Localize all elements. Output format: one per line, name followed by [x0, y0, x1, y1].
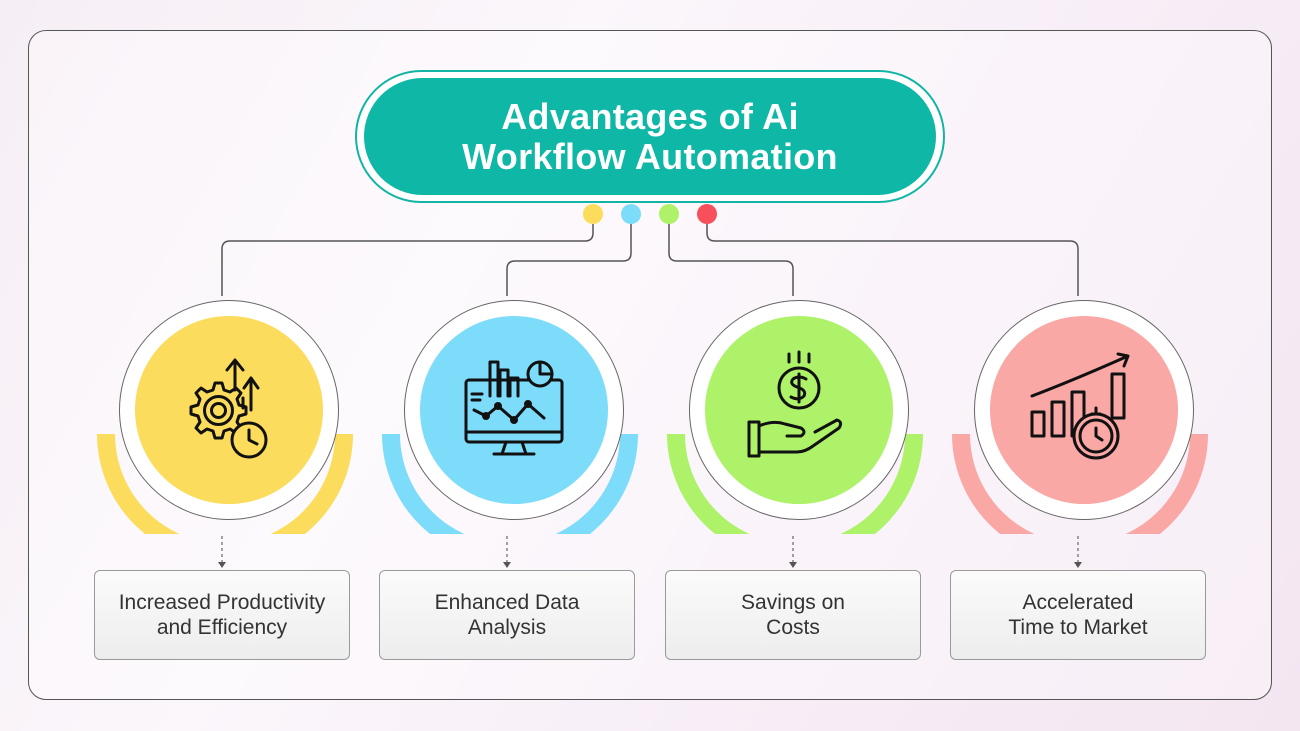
label-line-1: Enhanced Data	[434, 591, 580, 614]
chart-stopwatch-icon	[1030, 352, 1130, 460]
connector-dot-red	[697, 204, 717, 224]
advantage-node-time-to-market	[950, 284, 1210, 534]
label-line-2: Analysis	[467, 616, 547, 639]
advantage-node-productivity	[95, 284, 355, 534]
label-line-1: Increased Productivity	[118, 591, 326, 614]
connector-dot-green	[659, 204, 679, 224]
connector-dot-yellow	[583, 204, 603, 224]
label-line-2: and Efficiency	[156, 616, 288, 639]
advantage-label-productivity: Increased Productivity and Efficiency	[94, 570, 350, 660]
node-color-fill	[135, 316, 323, 504]
label-line-1: Accelerated	[1022, 591, 1134, 614]
connector-dot-blue	[621, 204, 641, 224]
advantage-node-cost-savings	[665, 284, 925, 534]
label-line-2: Time to Market	[1008, 616, 1148, 639]
advantage-label-time-to-market: Accelerated Time to Market	[950, 570, 1206, 660]
label-line-1: Savings on	[741, 591, 845, 614]
title-line-1: Advantages of Ai	[501, 95, 799, 137]
hand-dollar-coin-icon	[747, 350, 843, 458]
label-line-2: Costs	[766, 616, 820, 639]
advantage-label-data-analysis: Enhanced Data Analysis	[379, 570, 635, 660]
title-line-2: Workflow Automation	[462, 135, 838, 177]
title-pill: Advantages of Ai Workflow Automation	[355, 70, 945, 203]
advantage-label-cost-savings: Savings on Costs	[665, 570, 921, 660]
monitor-analytics-icon	[464, 360, 564, 456]
gear-growth-clock-icon	[189, 358, 268, 459]
node-color-fill	[705, 316, 893, 504]
node-color-fill	[420, 316, 608, 504]
advantage-node-data-analysis	[380, 284, 640, 534]
